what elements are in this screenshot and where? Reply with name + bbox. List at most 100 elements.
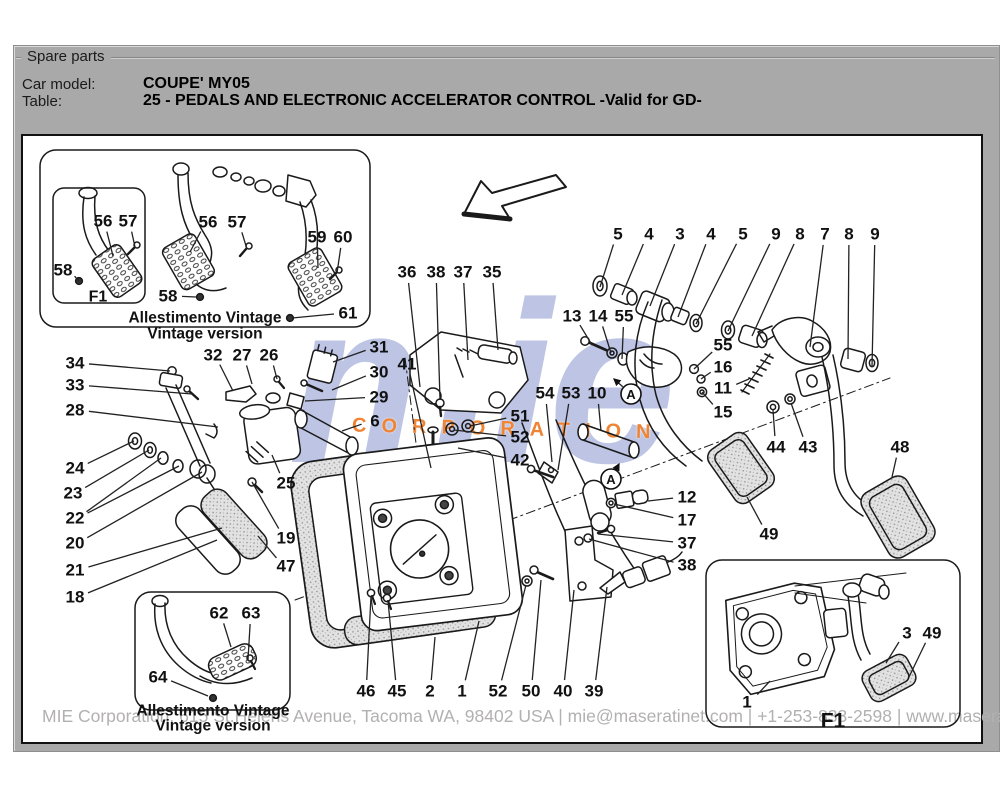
leader-line: [492, 282, 499, 351]
leader-line: [366, 595, 372, 681]
leader-line: [336, 247, 342, 274]
leader-line: [304, 396, 366, 402]
groupbox-line: [16, 57, 995, 58]
detail-marker-circle: [620, 383, 642, 405]
leader-line: [847, 244, 850, 360]
callout-number: 7: [820, 225, 829, 244]
callout-number: 14: [589, 307, 608, 326]
leader-line: [756, 680, 771, 696]
leader-line: [86, 471, 203, 539]
callout-number: 29: [370, 388, 389, 407]
leader-line: [331, 375, 367, 391]
leader-line: [469, 417, 507, 427]
leader-line: [291, 313, 335, 319]
footer-contact-text: MIE Corporation. 615 St.Helens Avenue, T…: [42, 706, 1000, 726]
callout-number: 42: [511, 451, 530, 470]
callout-number: 50: [522, 682, 541, 701]
callout-number: 55: [615, 307, 634, 326]
detail-marker-letter: A: [606, 472, 616, 487]
table-value: 25 - PEDALS AND ELECTRONIC ACCELERATOR C…: [143, 92, 702, 109]
leader-line: [457, 447, 507, 459]
callout-number: 39: [585, 682, 604, 701]
callout-number: 45: [388, 682, 407, 701]
callout-number: 18: [66, 588, 85, 607]
callout-number: 46: [357, 682, 376, 701]
callout-number: 47: [277, 557, 296, 576]
vintage-bottom-inset-box: [134, 591, 291, 711]
callout-number: 24: [66, 459, 85, 478]
leader-line: [247, 623, 251, 661]
callout-number: 59: [308, 228, 327, 247]
callout-number: 5: [613, 225, 622, 244]
leader-line: [86, 457, 162, 513]
callout-number: 15: [714, 403, 733, 422]
callout-number: 54: [536, 384, 555, 403]
callout-number: 1: [742, 693, 751, 712]
leader-line: [908, 642, 927, 678]
leader-line: [464, 620, 480, 681]
callout-number: 55: [714, 336, 733, 355]
vintage-f1-inner-box: [52, 187, 146, 304]
leader-line: [316, 247, 319, 269]
callout-number: 36: [398, 263, 417, 282]
leader-line: [647, 497, 674, 502]
leader-line: [241, 232, 248, 250]
leader-line: [891, 457, 898, 478]
callout-number: 27: [233, 346, 252, 365]
callout-number: 61: [339, 304, 358, 323]
callout-number: 31: [370, 338, 389, 357]
callout-number: 57: [228, 213, 247, 232]
callout-number: 28: [66, 401, 85, 420]
leader-line: [341, 423, 362, 432]
callout-number: 1: [457, 682, 466, 701]
leader-line: [272, 365, 278, 380]
leader-line: [579, 324, 593, 346]
leader-line: [430, 636, 436, 681]
callout-number: 44: [767, 438, 786, 457]
leader-line: [595, 586, 608, 681]
callout-number: 5: [738, 225, 747, 244]
leader-line: [84, 449, 150, 489]
leader-line: [88, 410, 219, 428]
callout-number: 30: [370, 363, 389, 382]
callout-number: 52: [511, 428, 530, 447]
leader-line: [87, 440, 135, 465]
leader-line: [695, 243, 738, 325]
leader-line: [885, 641, 900, 664]
leader-line: [106, 231, 114, 257]
callout-number: 49: [923, 624, 942, 643]
vintage-inset-box: [39, 149, 371, 328]
callout-number: 6: [370, 412, 379, 431]
leader-line: [181, 295, 197, 298]
leader-line: [597, 403, 602, 432]
leader-line: [435, 282, 441, 401]
callout-number: 4: [644, 225, 654, 244]
table-label: Table:: [22, 93, 63, 110]
callout-number: 35: [483, 263, 502, 282]
leader-line: [735, 378, 750, 386]
leader-line: [746, 496, 763, 525]
leader-line: [463, 282, 469, 361]
leader-line: [677, 243, 707, 318]
leader-line: [387, 600, 397, 681]
car-model-value: COUPE' MY05: [143, 75, 250, 92]
callout-number: 8: [844, 225, 853, 244]
callout-number: 9: [870, 225, 879, 244]
callout-number: 16: [714, 358, 733, 377]
caption-label: Vintage version: [147, 326, 262, 343]
caption-label: Allestimento Vintage: [136, 703, 289, 720]
callout-number: 53: [562, 384, 581, 403]
callout-number: 64: [149, 668, 168, 687]
detail-marker-arrow: [613, 378, 624, 388]
leader-line: [223, 623, 232, 648]
callout-number: 19: [277, 529, 296, 548]
leader-line: [87, 465, 180, 514]
leader-line: [271, 454, 281, 474]
callout-number: 20: [66, 534, 85, 553]
callout-number: 12: [678, 488, 697, 507]
leader-line: [131, 231, 136, 248]
callout-number: 8: [795, 225, 804, 244]
